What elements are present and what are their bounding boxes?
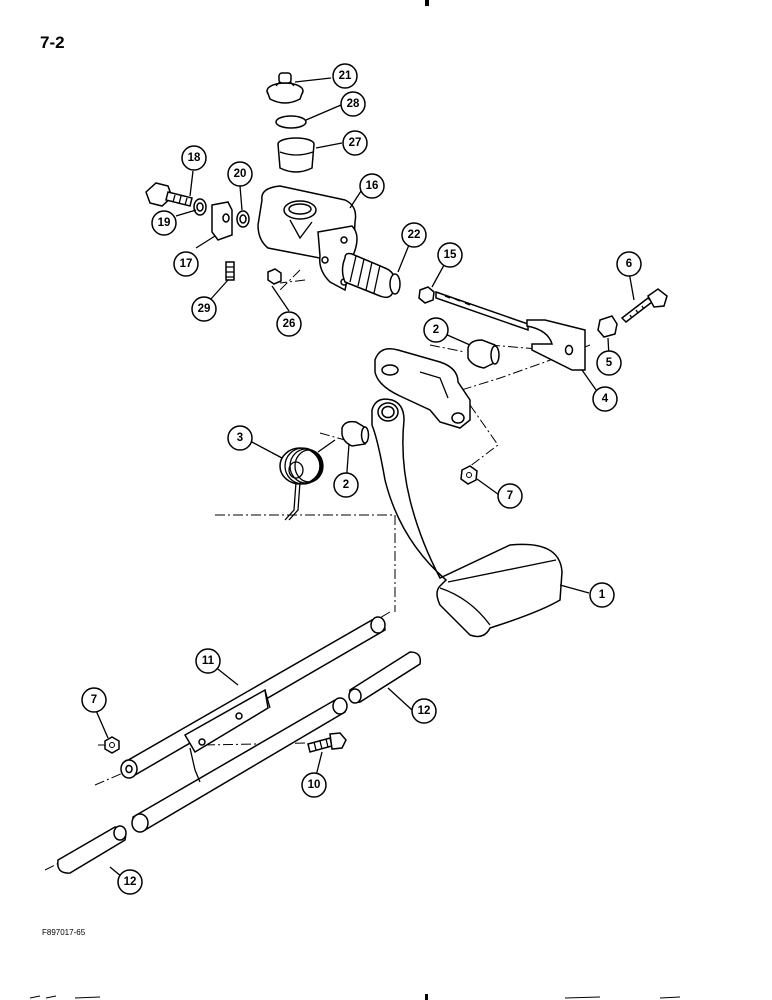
svg-text:4: 4 [602,393,609,405]
bleeder-bolt [145,182,193,207]
callouts: 21 28 27 16 18 20 19 17 29 26 22 15 6 5 … [81,63,642,895]
svg-text:6: 6 [626,258,632,270]
callout-2-upper: 2 [423,317,449,343]
callout-7-upper: 7 [497,483,523,509]
copper-washer-right [236,210,250,228]
page-edge-mark [425,0,429,6]
svg-text:29: 29 [198,303,211,315]
callout-21: 21 [332,63,358,89]
callout-10: 10 [301,772,327,798]
callout-1: 1 [589,582,615,608]
svg-text:18: 18 [188,152,201,164]
nut [418,286,435,304]
callout-20: 20 [227,161,253,187]
svg-text:10: 10 [308,779,321,791]
bleeder-screw [225,261,235,281]
callout-22: 22 [401,222,427,248]
shaft-bushing-right [348,651,422,704]
svg-text:2: 2 [433,324,439,336]
shaft-bolt [307,732,347,753]
callout-12-left: 12 [117,869,143,895]
fitting-block [211,201,233,241]
callout-7-lower: 7 [81,687,107,713]
callout-19: 19 [151,210,177,236]
callout-2-lower: 2 [333,472,359,498]
svg-text:19: 19 [158,217,171,229]
callout-28: 28 [340,91,366,117]
reservoir-cap [266,72,304,104]
brake-pedal [371,398,563,638]
svg-text:16: 16 [366,180,379,192]
o-ring [275,115,307,129]
svg-text:5: 5 [606,357,613,369]
pushrod-clevis [435,290,586,371]
svg-text:7: 7 [91,694,97,706]
cross-shaft [120,616,386,833]
svg-text:21: 21 [339,70,352,82]
callout-18: 18 [181,145,207,171]
svg-text:26: 26 [283,318,296,330]
return-spring [279,439,336,521]
callout-16: 16 [359,173,385,199]
callout-3: 3 [227,425,253,451]
callout-29: 29 [191,296,217,322]
svg-text:28: 28 [347,98,360,110]
rubber-boot [341,252,401,299]
svg-text:20: 20 [234,168,247,180]
page-edge-marks-bottom [29,994,681,1000]
callout-5: 5 [596,350,622,376]
svg-text:27: 27 [349,137,362,149]
svg-text:12: 12 [418,705,431,717]
copper-washer-left [193,198,207,216]
shaft-bushing-left [57,825,127,874]
svg-text:22: 22 [408,229,421,241]
figure-code: F897017-65 [42,928,86,937]
svg-text:7: 7 [507,490,513,502]
svg-text:15: 15 [444,249,457,261]
reservoir-filter [277,137,315,173]
callout-15: 15 [437,242,463,268]
callout-27: 27 [342,130,368,156]
pedal-bushing-upper [467,339,500,369]
callout-6: 6 [616,251,642,277]
svg-text:11: 11 [202,655,215,667]
callout-26: 26 [276,311,302,337]
clevis-bolt [597,288,668,338]
callout-4: 4 [592,386,618,412]
cylinder-nut [267,268,282,285]
svg-text:12: 12 [124,876,137,888]
svg-text:17: 17 [180,258,193,270]
svg-text:1: 1 [599,589,606,601]
pedal-bushing-lower [341,420,370,447]
callout-12-right: 12 [411,698,437,724]
callout-11: 11 [195,648,221,674]
callout-17: 17 [173,251,199,277]
pedal-bracket [374,348,471,429]
svg-text:2: 2 [343,479,349,491]
page-number: 7-2 [40,33,65,52]
svg-text:3: 3 [237,432,243,444]
